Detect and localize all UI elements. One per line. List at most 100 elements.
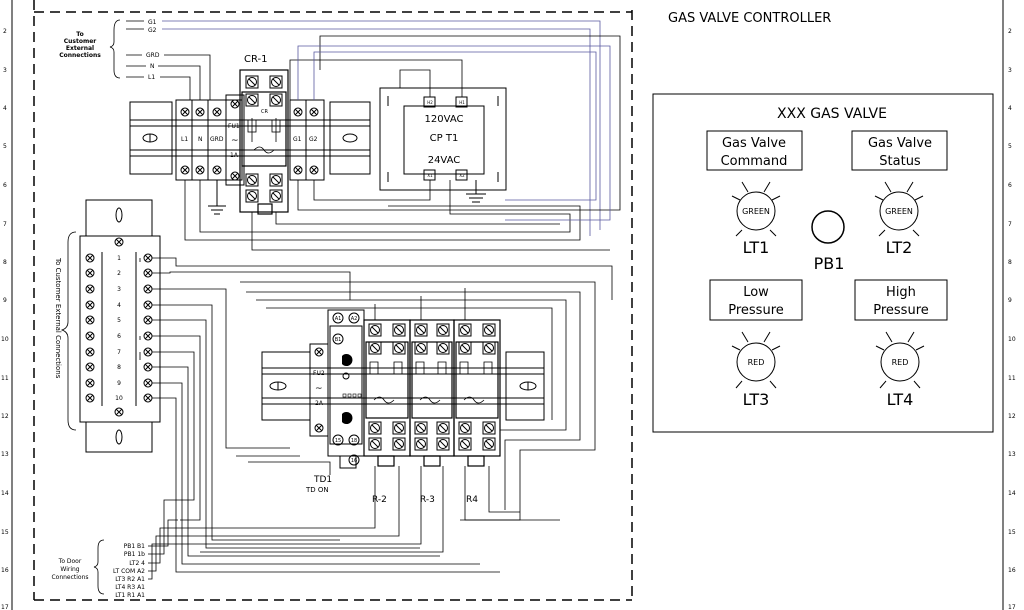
relay-r2-label: R-2 [372, 495, 387, 505]
door-wiring-row: LT3 R2 A1 [115, 576, 145, 583]
row-marker: 4 [1008, 105, 1012, 112]
pilot-light-label: LT3 [743, 390, 770, 409]
transformer-terminals [423, 96, 468, 181]
pilot-light-lt4: RED LT4 [875, 331, 925, 409]
row-marker: 13 [1008, 451, 1016, 458]
door-wiring-line: Connections [51, 574, 88, 581]
relay-cr1-screws [245, 75, 283, 203]
customer-ext-wire-lines [126, 20, 601, 236]
customer-ext-wires: G1 G2 GRD N L1 [146, 19, 160, 81]
door-wiring-row: LT COM A2 [113, 568, 145, 575]
door-wiring-row: LT4 R3 A1 [115, 584, 145, 591]
terminal-labels-top: L1 N GRD FU1 ~ 1A G1 G2 [181, 123, 318, 159]
left-terminal-strip [79, 199, 161, 453]
fu2-symbol: ~ [315, 384, 323, 394]
row-marker: 10 [1008, 336, 1016, 343]
row-marker: 9 [1008, 297, 1012, 304]
pilot-light-lt1: GREEN LT1 [731, 181, 781, 257]
din-rail-top [129, 101, 371, 175]
pilot-light-label: LT2 [886, 238, 913, 257]
row-marker: 16 [1008, 567, 1016, 574]
customer-external-label: To Customer External Connections [59, 31, 101, 59]
timer-td1-terminals [332, 312, 362, 466]
customer-ext-brace [109, 19, 121, 79]
transformer [379, 87, 507, 191]
left-terminal-side-label: To Customer External Connections [54, 257, 62, 379]
term-g1: G1 [293, 136, 302, 143]
terminal-number: 3 [117, 286, 121, 293]
pilot-light-color: RED [892, 358, 909, 367]
relay-cr1-contacts [247, 118, 281, 154]
door-wiring-lines [148, 499, 220, 580]
customer-ext-line: To [76, 31, 83, 38]
term-n: N [198, 136, 203, 143]
label-box-line: High [886, 285, 916, 300]
row-marker: 2 [3, 28, 7, 35]
label-box-low-pressure: Low Pressure [709, 279, 803, 321]
pilot-light-color: GREEN [885, 207, 913, 216]
transformer-text: H2 H1 X1 X2 120VAC CP T1 24VAC [425, 100, 466, 178]
row-marker: 14 [1008, 490, 1016, 497]
td1-b1: B1 [335, 337, 342, 343]
pilot-light-label: LT1 [743, 238, 770, 257]
door-wiring-line: Wiring [60, 566, 79, 573]
fuse-fu2-text: FU2 ~ 2A [313, 370, 325, 407]
top-wiring [184, 35, 621, 251]
transformer-primary: 120VAC [425, 114, 464, 125]
td1-16: 16 [351, 458, 357, 464]
label-box-line: Pressure [873, 303, 929, 318]
row-marker: 15 [1, 529, 9, 536]
transformer-h1: H1 [459, 100, 465, 105]
row-marker: 17 [1008, 604, 1016, 610]
customer-ext-line: Connections [59, 52, 101, 59]
row-marker: 6 [1008, 182, 1012, 189]
relay-r4 [453, 319, 501, 467]
label-box-gas-valve-command: Gas Valve Command [706, 130, 803, 171]
terminal-number: 4 [117, 302, 121, 309]
terminal-number: 2 [117, 270, 121, 277]
row-marker: 11 [1, 375, 9, 382]
relay-r3-label: R-3 [420, 495, 435, 505]
label-box-line: Gas Valve [868, 136, 932, 151]
row-marker: 12 [1008, 413, 1016, 420]
customer-ext-line: External [66, 45, 94, 52]
row-marker: 17 [1, 604, 9, 610]
row-marker: 5 [1008, 143, 1012, 150]
label-box-line: Status [879, 154, 921, 169]
timer-td1-terminal-labels: A1 A2 B1 15 18 16 [335, 316, 358, 464]
lower-wiring [200, 288, 560, 553]
label-box-high-pressure: High Pressure [854, 279, 948, 321]
pilot-light-color: GREEN [742, 207, 770, 216]
row-marker: 5 [3, 143, 7, 150]
row-markers-right: 2 3 4 5 6 7 8 9 10 11 12 13 14 15 16 17 [1008, 28, 1016, 610]
door-wiring-line: To Door [58, 558, 82, 565]
wire-label-l1: L1 [148, 74, 155, 81]
pilot-light-lt3: RED LT3 [731, 331, 781, 409]
label-box-line: Low [743, 285, 769, 300]
row-marker: 11 [1008, 375, 1016, 382]
term-g2: G2 [309, 136, 318, 143]
row-marker: 8 [1008, 259, 1012, 266]
relay-cr1-inner: CR [261, 109, 268, 115]
door-wiring-heading: To Door Wiring Connections [51, 558, 88, 581]
row-marker: 7 [1008, 221, 1012, 228]
transformer-h2: H2 [427, 100, 433, 105]
transformer-name: CP T1 [430, 133, 459, 144]
top-wiring-blue [297, 45, 611, 221]
wire-label-g2: G2 [148, 27, 157, 34]
left-terminal-screws [85, 237, 153, 417]
terminal-number: 5 [117, 317, 121, 324]
ground-symbol-top [208, 180, 226, 215]
relay-cr1-label: CR-1 [244, 54, 268, 65]
left-strip-wiring [139, 257, 613, 573]
door-panel [652, 93, 994, 433]
fu1-symbol: ~ [231, 136, 239, 146]
row-marker: 3 [3, 67, 7, 74]
fu2-label: FU2 [313, 370, 325, 377]
left-terminal-brace [60, 231, 77, 431]
terminal-number: 1 [117, 255, 121, 262]
terminal-number: 10 [115, 395, 123, 402]
row-marker: 15 [1008, 529, 1016, 536]
row-marker: 8 [3, 259, 7, 266]
